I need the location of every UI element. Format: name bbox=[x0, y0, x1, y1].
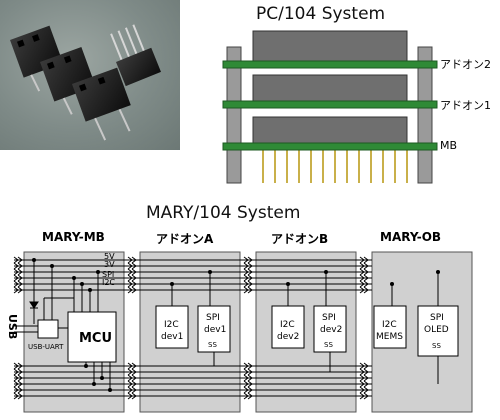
label-mb: MB bbox=[440, 139, 458, 152]
addon-b-spi-line1: SPI bbox=[322, 313, 336, 323]
block-title-addon-a: アドオンA bbox=[156, 232, 214, 246]
bottom-pins bbox=[262, 149, 408, 183]
board-mb bbox=[222, 142, 438, 151]
label-addon1: アドオン1 bbox=[440, 99, 491, 112]
addon-a-i2c-line2: dev1 bbox=[161, 332, 183, 342]
usb-label: USB bbox=[6, 314, 19, 339]
bus-label-5v: 5V bbox=[104, 252, 115, 261]
mcu-label: MCU bbox=[79, 331, 112, 346]
mary104-title: MARY/104 System bbox=[146, 203, 301, 223]
block-title-addon-b: アドオンB bbox=[271, 232, 329, 246]
addon-b-i2c-device bbox=[271, 305, 305, 349]
header-4 bbox=[110, 24, 161, 87]
bus-label-i2c: I2C bbox=[102, 278, 115, 287]
ob-i2c-mems-device bbox=[373, 305, 407, 349]
addon-b-i2c-line1: I2C bbox=[280, 320, 295, 330]
connector-block-middle bbox=[252, 74, 408, 104]
connector-block-top bbox=[252, 30, 408, 64]
pc104-title: PC/104 System bbox=[256, 4, 386, 24]
header-3 bbox=[72, 67, 131, 141]
ob-spi-line1: SPI bbox=[430, 313, 444, 323]
bus-label-spi: SPI bbox=[102, 270, 114, 279]
label-addon2: アドオン2 bbox=[440, 58, 491, 71]
block-title-mary-mb: MARY-MB bbox=[42, 230, 105, 244]
addon-b-spi-device bbox=[313, 305, 347, 353]
addon-a-spi-line3: SS bbox=[208, 341, 217, 349]
addon-a-i2c-device bbox=[155, 305, 189, 349]
mary104-block-diagram: 5V 3V SPI I2C USB USB-UART MCU I2C dev1 … bbox=[6, 251, 473, 413]
ob-i2c-line1: I2C bbox=[382, 320, 397, 330]
addon-b-spi-line3: SS bbox=[324, 341, 333, 349]
ob-spi-line3: SS bbox=[432, 342, 441, 350]
addon-b-i2c-line2: dev2 bbox=[277, 332, 299, 342]
connector-photo bbox=[0, 0, 180, 150]
usb-uart-box bbox=[37, 319, 59, 339]
board-addon1 bbox=[222, 100, 438, 109]
board-addon2 bbox=[222, 60, 438, 69]
addon-a-i2c-line1: I2C bbox=[164, 320, 179, 330]
connector-block-bottom bbox=[252, 116, 408, 146]
ob-i2c-line2: MEMS bbox=[376, 332, 403, 342]
pc104-stack-diagram bbox=[222, 30, 438, 184]
mcu-box bbox=[67, 311, 117, 363]
addon-a-spi-line2: dev1 bbox=[204, 325, 226, 335]
diode-icon bbox=[29, 301, 39, 309]
block-title-mary-ob: MARY-OB bbox=[380, 230, 442, 244]
usb-uart-label: USB-UART bbox=[28, 343, 64, 351]
bottom-bus-lines bbox=[14, 365, 372, 397]
addon-b-spi-line2: dev2 bbox=[320, 325, 342, 335]
bus-label-3v: 3V bbox=[104, 260, 115, 269]
ob-spi-oled-device bbox=[417, 305, 459, 357]
connector-photo-drawing bbox=[10, 24, 161, 141]
ob-spi-line2: OLED bbox=[424, 325, 449, 335]
addon-a-spi-line1: SPI bbox=[206, 313, 220, 323]
connector-arrows bbox=[13, 256, 369, 400]
